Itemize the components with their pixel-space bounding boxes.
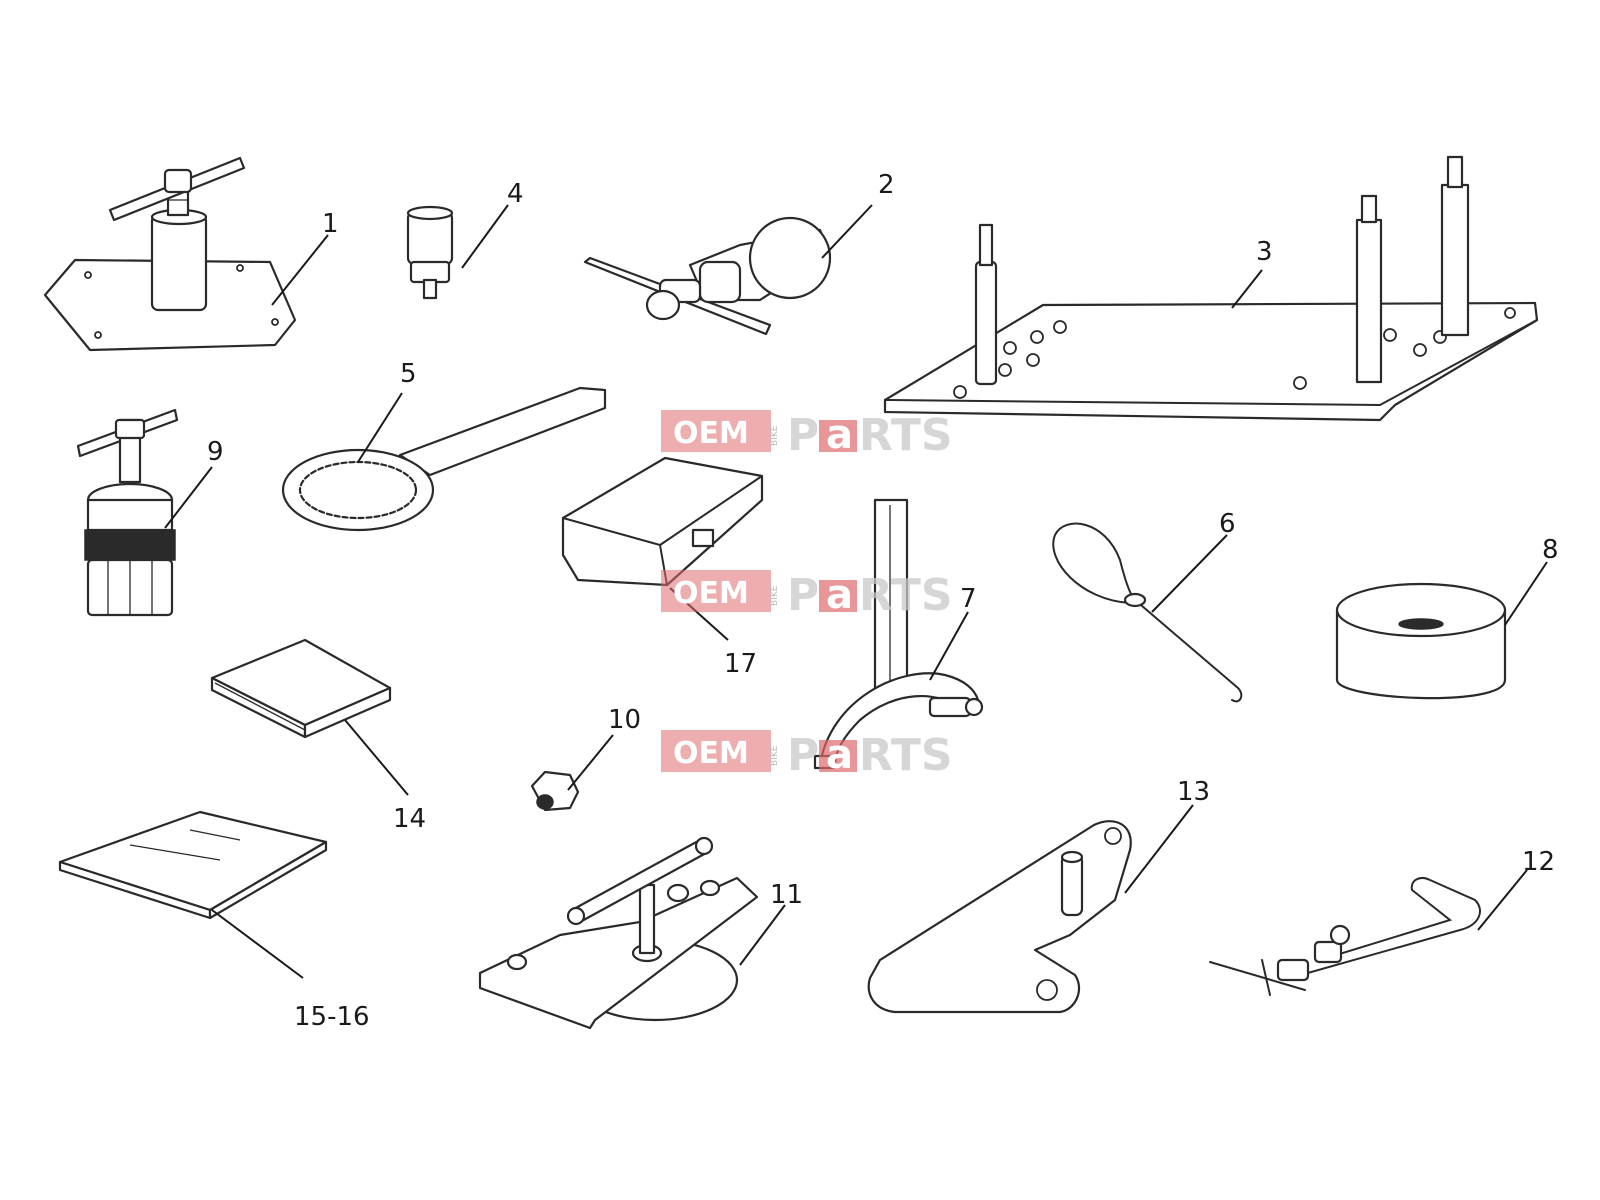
callout-2: 2 [878,170,895,200]
part-17-tool-case [561,456,764,587]
watermark-rts: RTS [859,730,953,781]
callout-12: 12 [1522,847,1555,877]
part-11-bracket [478,836,759,1030]
callout-6: 6 [1219,509,1236,539]
watermark-oem: OEM [673,736,749,771]
watermark-p: P [787,730,819,781]
watermark-1: OEM BIKE P a RTS [661,410,953,461]
callout-labels: 1 4 2 3 5 9 6 8 7 17 10 14 13 12 11 15-1… [207,170,1559,1032]
callout-17: 17 [724,649,757,679]
part-14-booklet [210,638,392,739]
part-5-ring-spanner [281,386,607,532]
callout-9: 9 [207,437,224,467]
watermark-a: a [826,412,853,458]
watermark-oem: OEM [673,416,749,451]
callout-14: 14 [393,804,426,834]
callout-3: 3 [1256,237,1273,267]
callout-5: 5 [400,359,417,389]
part-9-puller [76,408,179,617]
watermark-bike: BIKE [770,425,780,446]
part-2-t-extractor [583,216,832,336]
watermark-a: a [826,572,853,618]
callout-7: 7 [960,584,977,614]
callout-1: 1 [322,209,339,239]
watermark-oem: OEM [673,576,749,611]
watermark-p: P [787,410,819,461]
callout-15-16: 15-16 [294,1002,370,1032]
part-7-arc-gauge [813,498,984,770]
callout-11: 11 [770,880,803,910]
part-15-16-manual [58,810,328,920]
callout-10: 10 [608,705,641,735]
watermark-bike: BIKE [770,745,780,766]
watermark-bike: BIKE [770,585,780,606]
watermark-rts: RTS [859,570,953,621]
part-12-hook-clamp [1209,877,1481,996]
watermark-3: OEM BIKE P a RTS [661,730,953,781]
part-4-adapter [406,205,454,300]
part-1-puller-plate [43,156,297,352]
watermark-p: P [787,570,819,621]
callout-13: 13 [1177,777,1210,807]
watermark-2: OEM BIKE P a RTS [661,570,953,621]
callout-8: 8 [1542,535,1559,565]
part-6-loop-tool [1052,522,1243,703]
watermark-rts: RTS [859,410,953,461]
part-8-ring [1335,582,1507,700]
callout-4: 4 [507,179,524,209]
leader-lines [164,204,1548,979]
part-10-nut [530,770,580,812]
part-13-lever-plate [867,820,1132,1014]
watermark-a: a [826,732,853,778]
part-3-base-plate [883,155,1539,422]
